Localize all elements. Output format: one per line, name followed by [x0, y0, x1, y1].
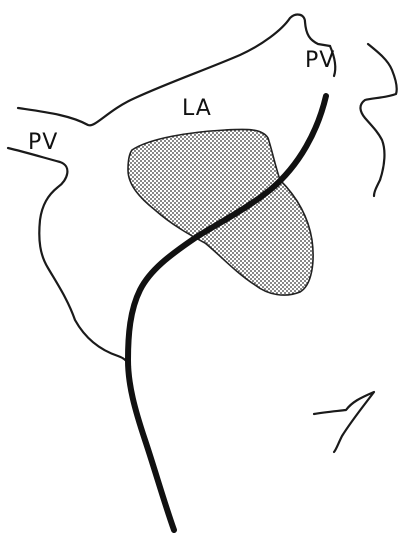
label-pv-right: PV — [305, 50, 335, 72]
label-pv-left: PV — [28, 132, 58, 154]
lower-right-line — [314, 392, 374, 452]
label-la: LA — [182, 98, 212, 120]
atrium-outline — [18, 15, 330, 126]
left-pv-outline — [8, 148, 130, 366]
right-vessel-outline — [360, 44, 396, 196]
